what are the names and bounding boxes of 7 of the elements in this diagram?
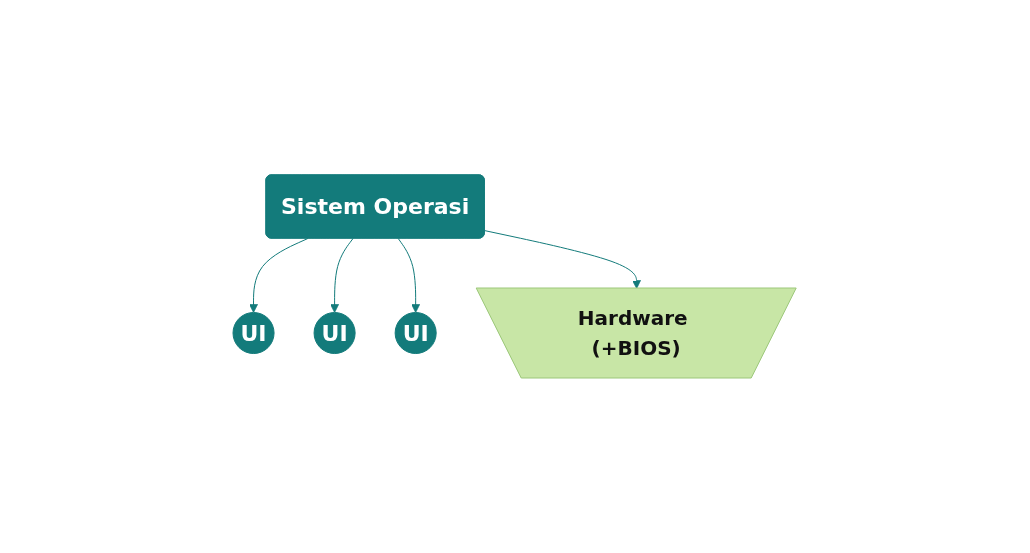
arrow bbox=[330, 238, 354, 313]
arrow bbox=[484, 230, 642, 289]
node-circle: UI bbox=[313, 311, 357, 355]
node-circle: UI bbox=[395, 311, 438, 355]
arrow bbox=[249, 238, 309, 313]
node-circle: UI bbox=[232, 311, 275, 355]
arrow bbox=[398, 238, 421, 313]
